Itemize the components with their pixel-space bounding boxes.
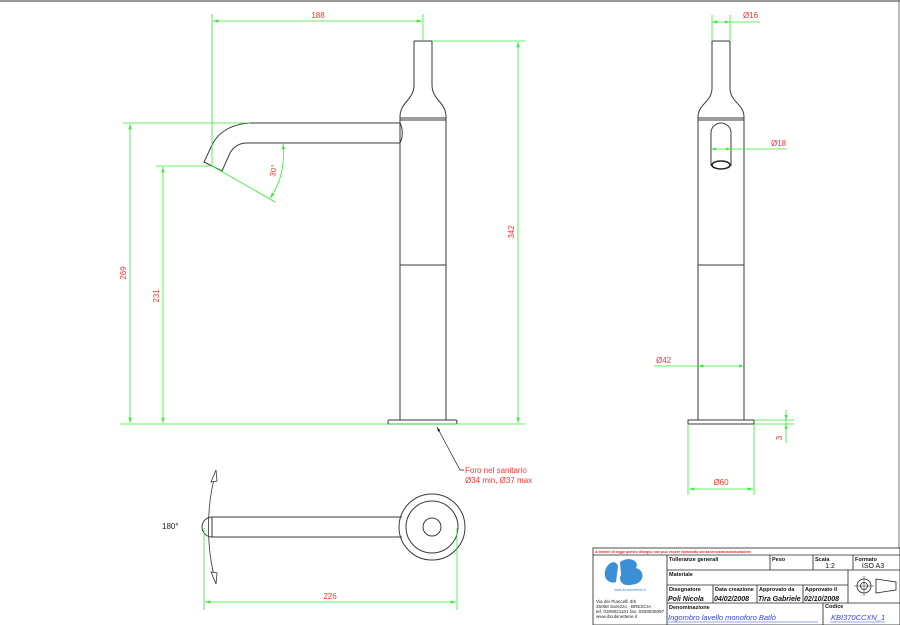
dimension-label-269: 269 [119,266,128,280]
denominazione-label: Denominazione [669,605,710,611]
angle-dimension-arc [269,143,286,199]
dimension-label-3: 3 [775,435,784,440]
formato-label: Formato [855,557,878,563]
faucet-side-outline [697,40,745,420]
codice-value: KBI370CCXN_1 [831,613,885,622]
body-circle [405,500,459,554]
denominazione-value: Ingombro lavello monoforo Batlò [668,613,776,622]
peso-label: Peso [772,557,786,563]
tolleranze-label: Tolleranze generali [669,557,719,563]
formato-value: ISO A3 [862,563,884,570]
dimension-arrows [712,20,730,24]
company-logo [604,559,643,586]
side-view: Ø16 Ø18 Ø42 Ø60 3 [654,11,794,495]
leader-line [436,426,464,471]
dimension-label-d42: Ø42 [656,356,672,365]
address-line: tel. 0308021101 fax. 0308030097 [596,609,665,614]
data-creazione-label: Data creazione [715,587,754,593]
rotation-arrow-down-icon [210,571,218,585]
base-plate-side [687,419,755,425]
logo-url: www.ibrubinetterie.it [614,588,645,592]
address-line: Via dei Piancelli 3/5 [596,599,636,604]
rotation-arc [208,471,217,583]
angle-extension-line [211,165,276,203]
dimension-label-231: 231 [152,289,161,303]
dimension-label-188: 188 [311,11,325,20]
outlet-slot [710,122,732,166]
dimension-label-d18: Ø18 [771,139,787,148]
projection-symbol-icon [854,576,897,596]
rotation-label: 180° [162,522,179,531]
rotation-arrow-up-icon [210,469,218,483]
title-block: A termini di legge questo disegno non pu… [592,547,900,625]
dimension-label-d16: Ø16 [743,11,759,20]
dimension-arrows [784,415,788,429]
disegnatore-label: Disegnatore [669,587,701,593]
copyright-warning: A termini di legge questo disegno non pu… [595,550,751,554]
spout-outline [203,122,403,172]
approvato-da-label: Approvato da [759,587,795,593]
scala-label: Scala [815,557,830,563]
disegnatore-value: Poli Nicola [668,596,704,603]
dimension-arrows [698,364,744,368]
note-hole-diameters: Ø34 min, Ø37 max [465,476,532,485]
approvato-da-value: Tira Gabriele [758,596,801,603]
data-creazione-value: 04/02/2008 [714,596,749,603]
approvato-il-label: Approvato il [805,587,838,593]
approvato-il-value: 02/10/2008 [804,596,839,603]
base-circle [398,493,466,561]
front-view: 188 342 269 231 30° Foro nel sanitario Ø… [119,11,532,485]
address-line: www.ibrubinetterie.it [596,614,638,619]
scala-value: 1:2 [825,563,835,570]
materiale-label: Materiale [669,572,693,578]
note-hole-label: Foro nel sanitario [465,466,527,475]
spout-arm-top [201,516,402,538]
dimension-label-226: 226 [323,592,337,601]
base-plate [387,419,458,425]
address-line: 25068 Sarezzo - BRESCIA [596,604,652,609]
aerator-outlet [711,160,731,170]
dimension-label-d60: Ø60 [713,478,729,487]
dimension-label-342: 342 [507,225,516,239]
neck-circle [422,517,442,537]
codice-label: Codice [825,604,843,610]
top-view: 180° 226 [162,469,466,610]
dimension-arrows [711,147,731,151]
faucet-body-outline [399,40,447,420]
dimension-label-30deg: 30° [268,164,279,177]
